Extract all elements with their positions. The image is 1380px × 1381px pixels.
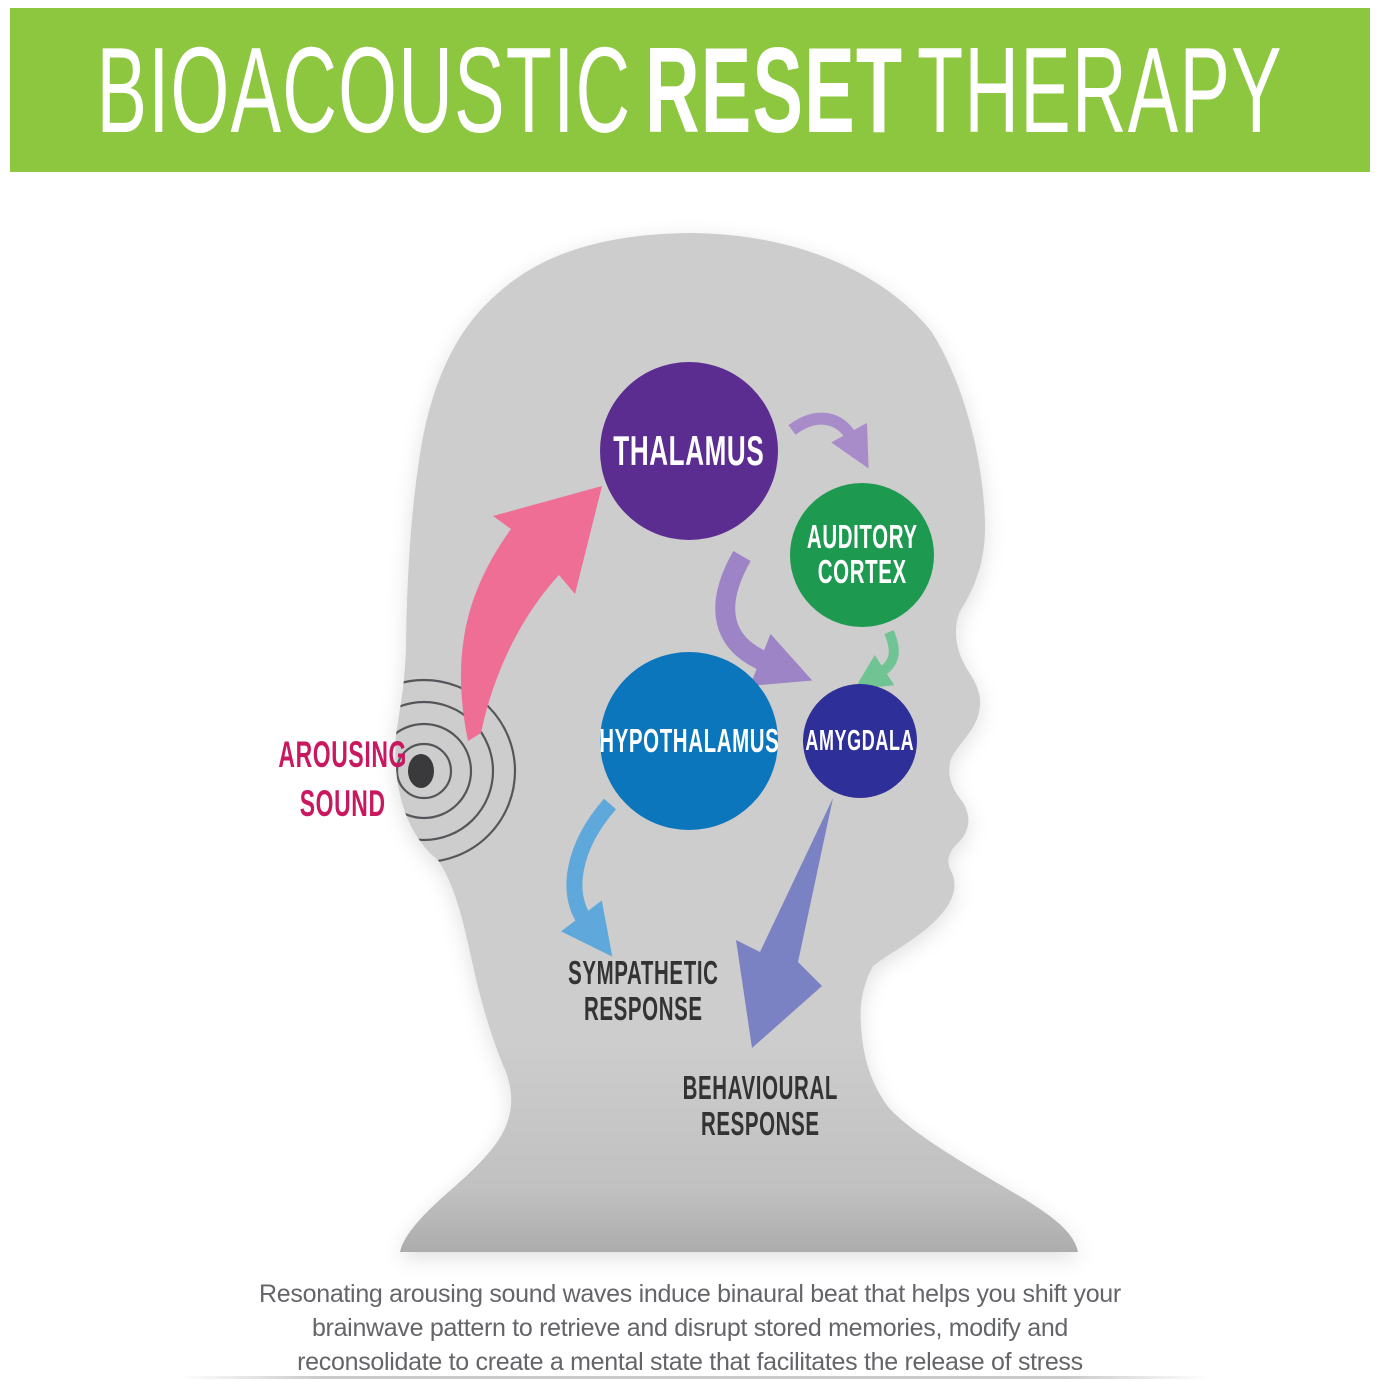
sympathetic-response-label: SYMPATHETIC RESPONSE [522, 955, 742, 1028]
arousing-sound-label: AROUSING SOUND [239, 731, 406, 829]
arrow-amygdala-to-behavioural [736, 798, 833, 1048]
node-auditory-cortex: AUDITORY CORTEX [790, 483, 934, 627]
behavioural-response-text: BEHAVIOURAL RESPONSE [682, 1069, 838, 1142]
node-auditory-cortex-label: AUDITORY CORTEX [806, 518, 918, 590]
node-hypothalamus: HYPOTHALAMUS [598, 652, 780, 830]
title-part-bioacoustic: BIOACOUSTIC [96, 22, 632, 158]
arrow-thalamus-to-auditory-cortex [788, 412, 869, 469]
title-part-reset: RESET [645, 22, 904, 158]
node-thalamus-label: THALAMUS [613, 426, 765, 474]
bottom-divider-line [178, 1376, 1208, 1379]
node-amygdala-label: AMYGDALA [805, 724, 915, 757]
arousing-sound-text: AROUSING SOUND [278, 734, 407, 824]
node-thalamus: THALAMUS [600, 362, 778, 540]
arrow-hypothalamus-to-sympathetic [560, 798, 617, 957]
arrow-auditory-cortex-to-amygdala [854, 630, 899, 690]
title-part-therapy: THERAPY [917, 22, 1284, 158]
description-paragraph: Resonating arousing sound waves induce b… [259, 1280, 1121, 1376]
arrow-arousing-to-thalamus [460, 486, 602, 741]
sympathetic-response-text: SYMPATHETIC RESPONSE [568, 954, 719, 1027]
arrow-thalamus-to-hypothalamus [715, 551, 813, 686]
node-hypothalamus-label: HYPOTHALAMUS [598, 721, 780, 759]
node-amygdala: AMYGDALA [803, 684, 917, 798]
behavioural-response-label: BEHAVIOURAL RESPONSE [635, 1070, 855, 1143]
